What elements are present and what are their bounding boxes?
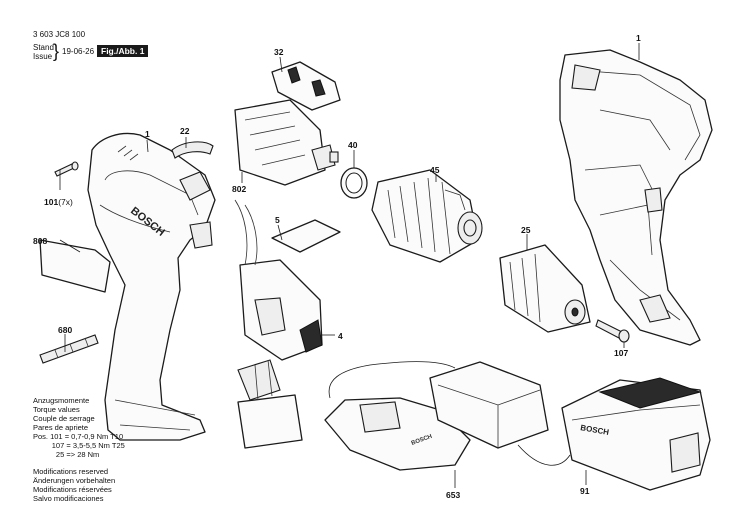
callout-1-right: 1	[636, 33, 641, 43]
torque-line: Anzugsmomente	[33, 396, 90, 405]
callout-107: 107	[614, 348, 629, 358]
callout-802: 802	[232, 184, 247, 194]
part-91-battery	[561, 377, 711, 491]
housing-right	[559, 49, 713, 346]
callout-101-number: 101	[44, 197, 59, 207]
modifications-notice: Modifications reserved Änderungen vorbeh…	[33, 467, 115, 503]
callout-680: 680	[58, 325, 73, 335]
callout-40: 40	[348, 140, 358, 150]
issue-date: 19-06-26	[62, 47, 95, 56]
torque-values: Anzugsmomente Torque values Couple de se…	[33, 396, 125, 459]
torque-line: Pos. 101 = 0,7-0,9 Nm T10	[33, 432, 124, 441]
issue-label: Issue	[33, 52, 53, 61]
part-808-label	[39, 239, 111, 293]
callout-101: 101(7x)	[44, 197, 73, 207]
bracket-glyph: }	[53, 41, 60, 61]
modifications-line: Modifications réservées	[33, 485, 112, 494]
callout-5: 5	[275, 215, 280, 225]
part-number: 3 603 JC8 100	[33, 30, 86, 39]
torque-line: Couple de serrage	[33, 414, 95, 423]
part-22-cover	[171, 141, 214, 159]
torque-line: 25 => 28 Nm	[33, 450, 100, 459]
callout-653: 653	[446, 490, 461, 500]
callout-25: 25	[521, 225, 531, 235]
callout-32: 32	[274, 47, 284, 57]
part-680-bit	[39, 334, 99, 364]
modifications-line: Modifications reserved	[33, 467, 109, 476]
housing-left	[87, 132, 216, 441]
callout-4: 4	[338, 331, 343, 341]
figure-label: Fig./Abb. 1	[97, 45, 149, 57]
leader-lines	[59, 43, 640, 488]
callout-808: 808	[33, 236, 48, 246]
callout-45: 45	[430, 165, 440, 175]
part-101-screw	[54, 161, 79, 177]
part-40-ring	[340, 167, 368, 199]
modifications-line: Änderungen vorbehalten	[33, 476, 116, 485]
part-4-switch	[234, 199, 323, 449]
part-45-gearbox	[371, 169, 483, 263]
torque-line: Torque values	[33, 405, 80, 414]
part-653-charger	[324, 361, 571, 471]
callout-1-left: 1	[145, 129, 150, 139]
torque-line: 107 = 3,5-5,5 Nm T25	[33, 441, 125, 450]
part-32-brush-holder	[271, 61, 341, 111]
part-25-chuck	[499, 244, 591, 333]
callout-101-qty: (7x)	[58, 197, 73, 207]
part-5-plate	[271, 219, 341, 253]
part-107-screw	[595, 319, 630, 343]
stand-label: Stand	[33, 43, 54, 52]
callout-22: 22	[180, 126, 190, 136]
modifications-line: Salvo modificaciones	[33, 494, 104, 503]
callout-91: 91	[580, 486, 590, 496]
torque-line: Pares de apriete	[33, 423, 89, 432]
part-802-motor	[234, 99, 339, 186]
